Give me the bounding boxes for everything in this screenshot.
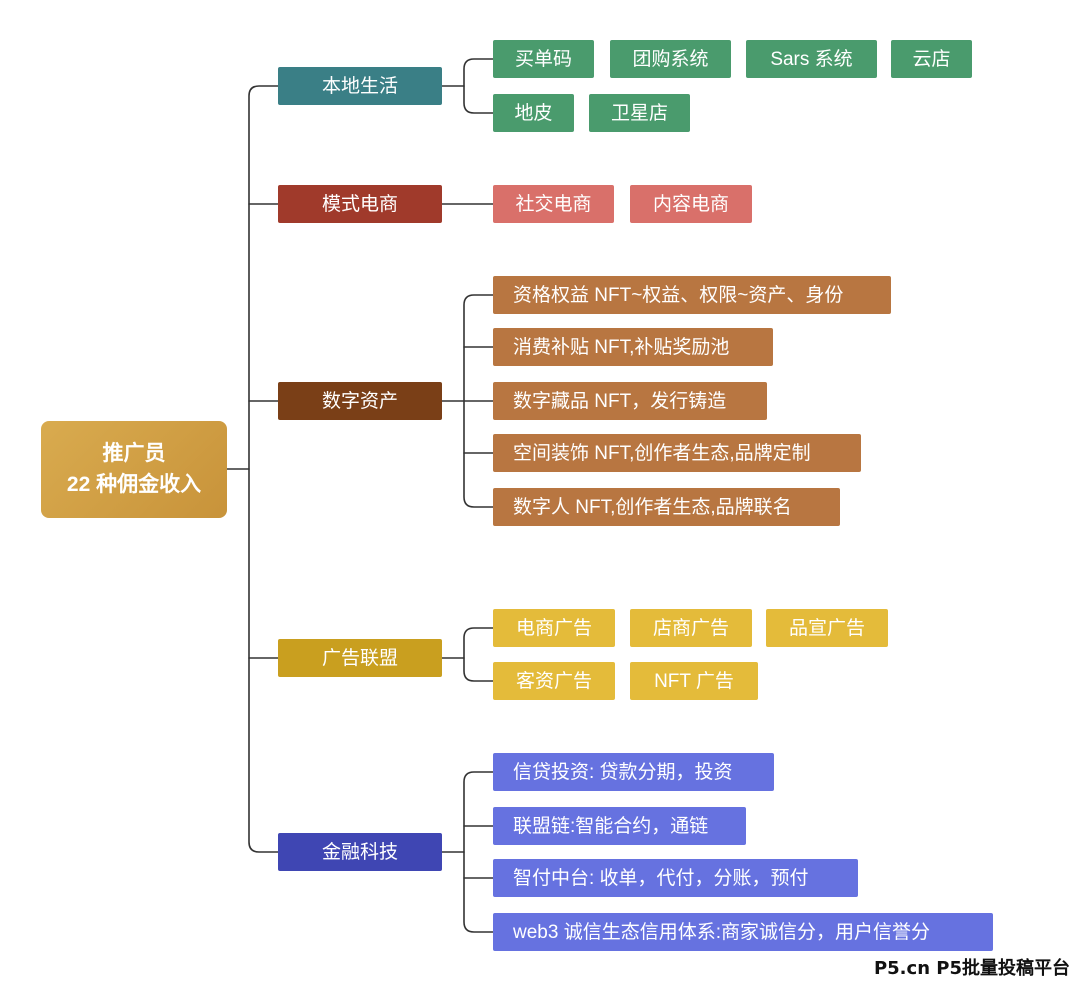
watermark-text: P5.cn P5批量投稿平台	[873, 958, 1070, 979]
root-subtitle: 22 种佣金收入	[66, 472, 202, 496]
item-fintech-1: 信贷投资: 贷款分期，投资	[493, 753, 774, 791]
item-fintech-2: 联盟链:智能合约，通链	[493, 807, 746, 845]
item-fintech-4: web3 诚信生态信用体系:商家诚信分，用户信誉分	[493, 913, 993, 951]
item-digital-1: 资格权益 NFT~权益、权限~资产、身份	[493, 276, 891, 314]
item-local-life-3: Sars 系统	[746, 40, 877, 78]
item-digital-5: 数字人 NFT,创作者生态,品牌联名	[493, 488, 840, 526]
root-node: 推广员 22 种佣金收入	[41, 421, 227, 518]
item-ecommerce-2: 内容电商	[630, 185, 752, 223]
item-local-life-2: 团购系统	[610, 40, 731, 78]
item-ads-3: 品宣广告	[766, 609, 888, 647]
item-digital-4: 空间装饰 NFT,创作者生态,品牌定制	[493, 434, 861, 472]
item-ads-4: 客资广告	[493, 662, 615, 700]
item-ads-2: 店商广告	[630, 609, 752, 647]
item-ads-5: NFT 广告	[630, 662, 758, 700]
item-digital-2: 消费补贴 NFT,补贴奖励池	[493, 328, 773, 366]
category-digital-assets: 数字资产	[278, 382, 442, 420]
category-ad-alliance: 广告联盟	[278, 639, 442, 677]
item-local-life-6: 卫星店	[589, 94, 690, 132]
root-title: 推广员	[102, 442, 166, 466]
item-digital-3: 数字藏品 NFT，发行铸造	[493, 382, 767, 420]
item-ecommerce-1: 社交电商	[493, 185, 614, 223]
category-local-life: 本地生活	[278, 67, 442, 105]
category-ecommerce: 模式电商	[278, 185, 442, 223]
item-local-life-1: 买单码	[493, 40, 594, 78]
item-local-life-5: 地皮	[493, 94, 574, 132]
category-fintech: 金融科技	[278, 833, 442, 871]
item-ads-1: 电商广告	[493, 609, 615, 647]
item-local-life-4: 云店	[891, 40, 972, 78]
item-fintech-3: 智付中台: 收单，代付，分账，预付	[493, 859, 858, 897]
